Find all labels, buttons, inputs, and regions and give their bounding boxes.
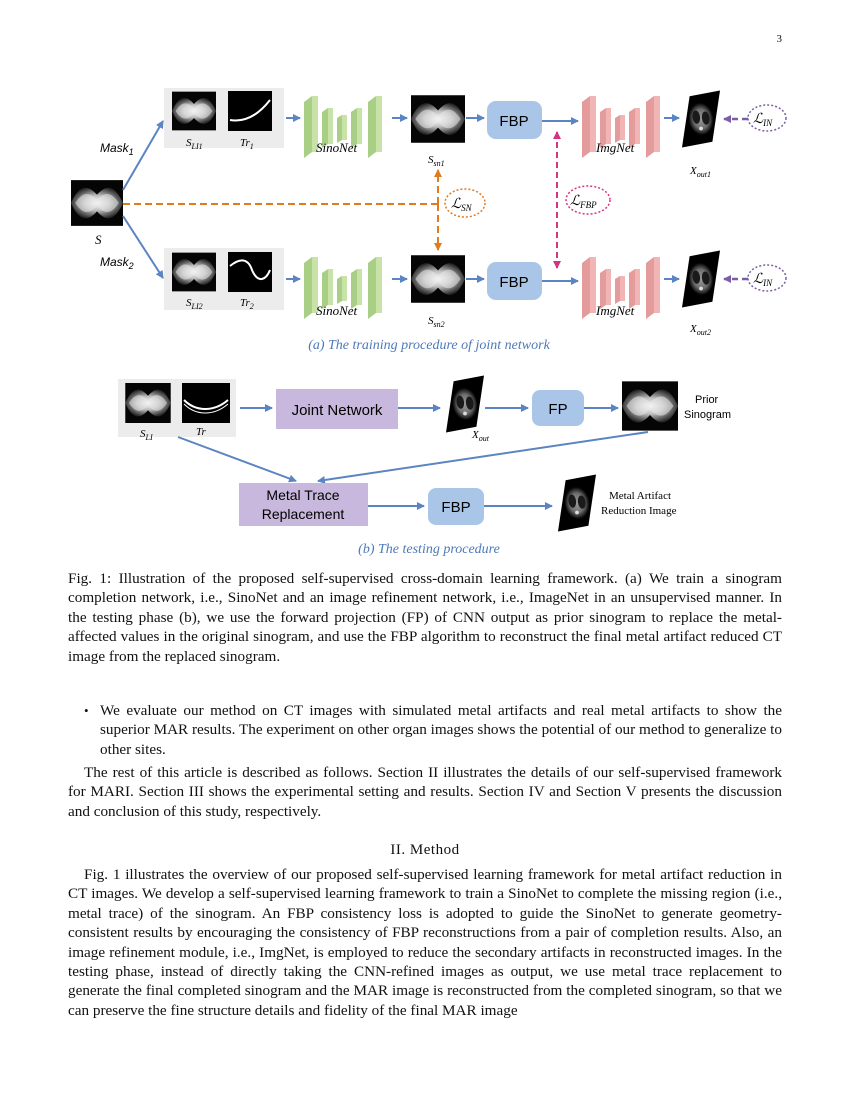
joint-network-box <box>276 389 398 429</box>
bullet-item: We evaluate our method on CT images with… <box>100 702 782 758</box>
input-sinogram-image <box>71 180 123 226</box>
test-fbp-label: FBP <box>441 499 470 516</box>
loss-fbp <box>565 185 611 215</box>
sinonet-top-label: SinoNet <box>316 140 358 155</box>
imgnet-bottom-label: ImgNet <box>595 303 635 318</box>
mask1-label: Mask1 <box>100 141 134 157</box>
mask2-label: Mask2 <box>100 255 134 271</box>
sli1-image <box>172 91 216 131</box>
tr1-image <box>228 91 272 131</box>
test-tr-label: Tr <box>196 426 207 438</box>
loss-in-bottom-label: ℒIN <box>753 272 773 288</box>
mar-label-line2: Reduction Image <box>601 505 677 517</box>
page-number: 3 <box>776 33 783 45</box>
branch-arrow-bottom <box>122 215 164 279</box>
test-xout-label: Xout <box>471 429 490 443</box>
fbp-box-top <box>487 101 542 139</box>
sli2-image <box>172 252 216 292</box>
sli2-label: SLI2 <box>186 297 203 311</box>
loss-in-bottom <box>747 264 787 292</box>
fbp-top-label: FBP <box>499 113 528 130</box>
subcaption-b: (b) The testing procedure <box>358 542 500 557</box>
ssn1-image <box>411 95 465 143</box>
xout2-image <box>682 250 720 308</box>
xout1-image <box>682 90 720 148</box>
prior-label-line1: Prior <box>695 394 719 406</box>
fbp-bottom-label: FBP <box>499 274 528 291</box>
fbp-box-bottom <box>487 262 542 300</box>
fp-label: FP <box>548 401 567 418</box>
tr1-label: Tr1 <box>240 137 254 151</box>
test-tr-image <box>182 383 230 423</box>
test-xout-image <box>446 375 484 433</box>
mtr-label-line1: Metal Trace <box>266 487 339 503</box>
paragraph-method: Fig. 1 illustrates the overview of our p… <box>68 866 782 1019</box>
loss-in-top <box>747 104 787 132</box>
ssn1-label: Ssn1 <box>428 154 445 168</box>
sinonet-bottom-label: SinoNet <box>316 303 358 318</box>
ssn2-image <box>411 255 465 303</box>
loss-in-top-label: ℒIN <box>753 112 773 128</box>
test-sli-label: SLI <box>140 428 153 442</box>
xout2-label: Xout2 <box>689 323 711 337</box>
joint-network-label: Joint Network <box>292 402 383 419</box>
tr2-image <box>228 252 272 292</box>
loss-sn <box>444 188 486 218</box>
section-heading: II. Method <box>390 842 460 858</box>
mar-image <box>558 474 596 532</box>
sli1-label: SLI1 <box>186 137 203 151</box>
prior-sinogram-image <box>622 381 678 431</box>
paragraph-outline: The rest of this article is described as… <box>68 764 782 820</box>
ssn2-label: Ssn2 <box>428 315 445 329</box>
prior-label-line2: Sinogram <box>684 409 731 421</box>
mar-label-line1: Metal Artifact <box>609 490 671 502</box>
loss-fbp-label: ℒFBP <box>570 194 597 210</box>
figure-1: S Mask1 Mask2 SLI1 Tr1 SLI2 Tr2 SinoNet … <box>71 88 787 557</box>
input-sinogram-label: S <box>95 232 102 247</box>
mtr-label-line2: Replacement <box>262 506 345 522</box>
xout1-label: Xout1 <box>689 165 711 179</box>
metal-trace-replacement-box <box>239 483 368 526</box>
test-fbp-box <box>428 488 484 525</box>
figure-caption: Fig. 1: Illustration of the proposed sel… <box>68 570 782 665</box>
tr2-label: Tr2 <box>240 297 254 311</box>
bullet-marker: • <box>84 703 89 718</box>
loss-sn-label: ℒSN <box>451 197 473 213</box>
branch-arrow-top <box>122 120 164 191</box>
test-sli-image <box>125 383 171 423</box>
fp-box <box>532 390 584 426</box>
subcaption-a: (a) The training procedure of joint netw… <box>308 338 550 353</box>
imgnet-top-label: ImgNet <box>595 140 635 155</box>
